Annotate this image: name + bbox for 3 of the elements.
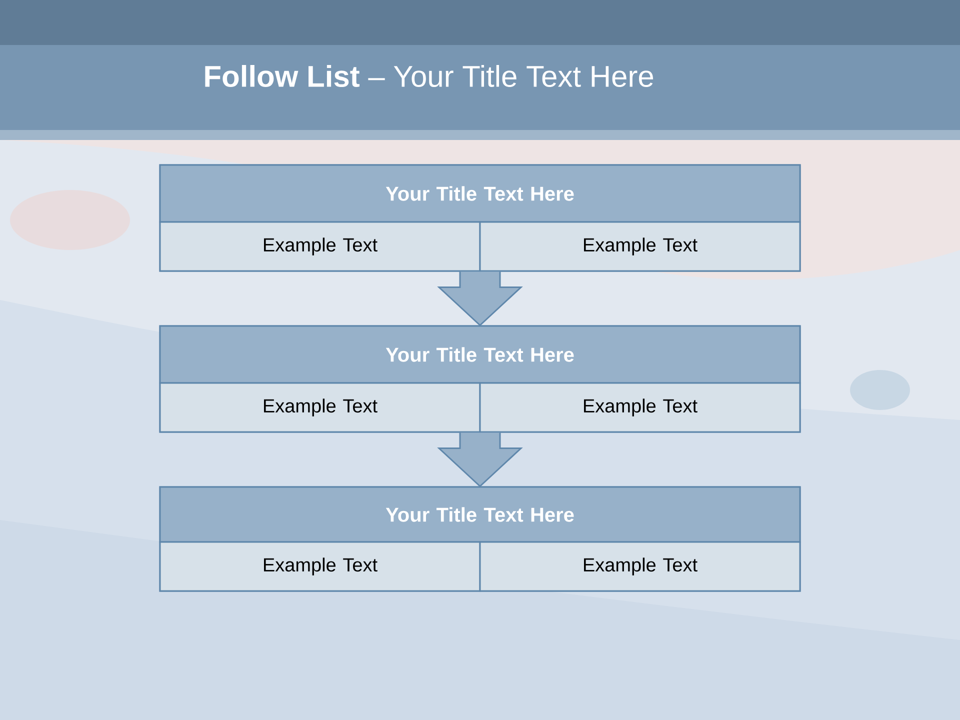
block-arrow xyxy=(437,271,523,326)
slide-title: Follow List – Your Title Text Here xyxy=(205,64,654,88)
block-arrow xyxy=(437,432,523,488)
